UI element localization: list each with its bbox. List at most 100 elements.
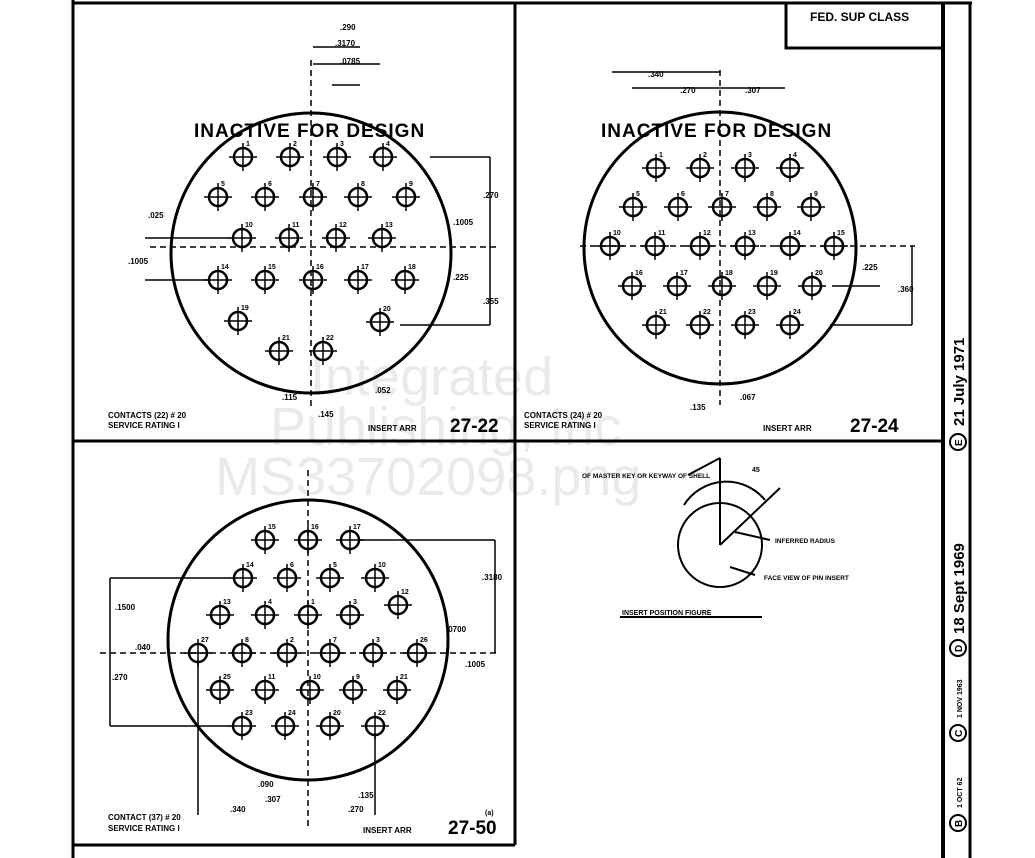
contact-number: 15 (268, 524, 276, 531)
insert-arr-label: INSERT ARR (763, 424, 812, 433)
contact-number: 1 (311, 599, 315, 606)
contact-cavity: 9 (797, 191, 825, 221)
svg-text:.360: .360 (898, 285, 914, 294)
svg-text:1 NOV 1963: 1 NOV 1963 (957, 679, 964, 718)
contacts-label: CONTACTS (24) # 20 (524, 411, 603, 420)
contact-number: 3 (748, 152, 752, 159)
contact-number: 12 (401, 589, 409, 596)
contact-number: 13 (748, 230, 756, 237)
contact-cavity: 12 (686, 230, 714, 260)
contact-cavity: 13 (731, 230, 759, 260)
svg-text:.270: .270 (680, 86, 696, 95)
contact-cavity: 19 (224, 305, 252, 335)
contact-number: 1 (246, 141, 250, 148)
watermark-line3: MS33702098.png (215, 447, 641, 507)
watermark-line1: Integrated (310, 347, 553, 407)
panel-27-24-labels: CONTACTS (24) # 20 SERVICE RATING I INSE… (524, 411, 899, 437)
contact-cavity: 20 (798, 270, 826, 300)
svg-text:.340: .340 (230, 805, 246, 814)
contact-cavity: 12 (384, 589, 412, 619)
contact-number: 9 (356, 674, 360, 681)
contact-cavity: 16 (294, 524, 322, 554)
contact-cavity: 3 (323, 141, 351, 171)
contact-number: 4 (793, 152, 797, 159)
contact-number: 17 (353, 524, 361, 531)
contact-number: 8 (245, 637, 249, 644)
contact-cavity: 1 (294, 599, 322, 629)
contact-number: 17 (680, 270, 688, 277)
contact-number: 18 (408, 264, 416, 271)
contact-cavity: 15 (820, 230, 848, 260)
contact-number: 2 (293, 141, 297, 148)
svg-text:.355: .355 (483, 297, 499, 306)
contact-cavity: 24 (271, 710, 299, 740)
contact-number: 10 (313, 674, 321, 681)
contact-number: 8 (770, 191, 774, 198)
contact-number: 6 (681, 191, 685, 198)
contact-number: 15 (837, 230, 845, 237)
contact-cavity: 2 (273, 637, 301, 667)
contact-number: 25 (223, 674, 231, 681)
contact-cavity: 23 (228, 710, 256, 740)
contact-cavity: 12 (322, 222, 350, 252)
svg-text:.115: .115 (282, 393, 298, 402)
svg-text:.0785: .0785 (340, 57, 361, 66)
contact-cavity: 11 (251, 674, 279, 704)
contact-number: 22 (326, 335, 334, 342)
contact-number: 17 (361, 264, 369, 271)
contact-number: 14 (221, 264, 229, 271)
contact-cavity: 4 (776, 152, 804, 182)
rating-label: SERVICE RATING I (108, 421, 180, 430)
contact-cavity: 14 (229, 562, 257, 592)
svg-text:B: B (954, 820, 965, 827)
contact-cavity: 22 (309, 335, 337, 365)
contact-number: 22 (703, 309, 711, 316)
watermark-line2: Publishing, Inc (270, 397, 621, 457)
contact-number: 23 (748, 309, 756, 316)
contact-cavity: 8 (344, 181, 372, 211)
svg-text:1 OCT 62: 1 OCT 62 (957, 778, 964, 808)
contact-cavity: 16 (299, 264, 327, 294)
contact-cavity: 6 (251, 181, 279, 211)
svg-text:.1500: .1500 (115, 603, 136, 612)
svg-text:.067: .067 (740, 393, 756, 402)
contact-number: 7 (725, 191, 729, 198)
inferred-radius-label: INFERRED RADIUS (775, 538, 836, 545)
contact-number: 20 (815, 270, 823, 277)
contact-number: 9 (814, 191, 818, 198)
contact-number: 16 (316, 264, 324, 271)
contact-cavity: 13 (368, 222, 396, 252)
contact-number: 2 (703, 152, 707, 159)
revision-e-date: 21 July 1971 (951, 338, 968, 426)
contact-cavity: 20 (316, 710, 344, 740)
contact-number: 1 (659, 152, 663, 159)
svg-text:.225: .225 (862, 263, 878, 272)
rating-label: SERVICE RATING I (108, 824, 180, 833)
contact-cavity: 6 (664, 191, 692, 221)
rating-label: SERVICE RATING I (524, 421, 596, 430)
frame (71, 0, 972, 858)
svg-text:.3180: .3180 (482, 573, 503, 582)
contacts-label: CONTACT (37) # 20 (108, 813, 181, 822)
contact-cavity: 2 (276, 141, 304, 171)
contact-number: 4 (386, 141, 390, 148)
contact-number: 16 (635, 270, 643, 277)
contact-number: 10 (378, 562, 386, 569)
contact-cavity: 26 (403, 637, 431, 667)
contact-number: 19 (770, 270, 778, 277)
contact-number: 15 (268, 264, 276, 271)
contact-cavity: 11 (641, 230, 669, 260)
contact-cavity: 18 (708, 270, 736, 300)
insert-position-figure (620, 457, 781, 618)
contact-number: 3 (353, 599, 357, 606)
contact-cavity: 16 (618, 270, 646, 300)
contact-number: 20 (383, 306, 391, 313)
contact-cavity: 13 (206, 599, 234, 629)
note-label: (a) (485, 810, 494, 817)
svg-text:.307: .307 (265, 795, 281, 804)
contact-number: 3 (340, 141, 344, 148)
contact-number: 2 (290, 637, 294, 644)
contact-number: 21 (659, 309, 667, 316)
contact-cavity: 3 (336, 599, 364, 629)
inactive-stamp-2: INACTIVE FOR DESIGN (601, 121, 832, 142)
